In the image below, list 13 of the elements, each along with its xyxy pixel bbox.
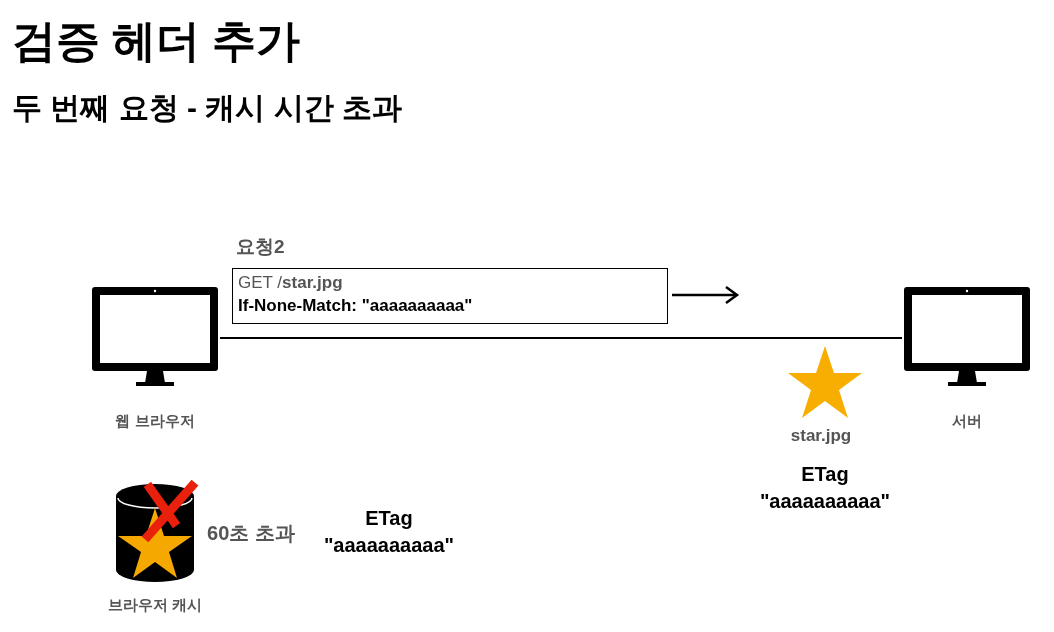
node-caption: 브라우저 캐시 <box>106 596 204 615</box>
text-label: star.jpg <box>789 426 853 446</box>
message-heading: 요청2 <box>236 235 285 259</box>
text-label: ETag <box>364 507 414 530</box>
header-line: If-None-Match: "aaaaaaaaaa" <box>238 296 473 316</box>
text-label: "aaaaaaaaaa" <box>758 490 892 513</box>
text-label: ETag <box>800 463 850 486</box>
node-caption: 웹 브라우저 <box>114 412 196 431</box>
connector-line <box>219 337 903 339</box>
subtitle: 두 번째 요청 - 캐시 시간 초과 <box>12 90 402 126</box>
node-caption: 서버 <box>951 412 983 431</box>
header-line: GET /star.jpg <box>238 273 343 293</box>
title: 검증 헤더 추가 <box>12 15 301 67</box>
